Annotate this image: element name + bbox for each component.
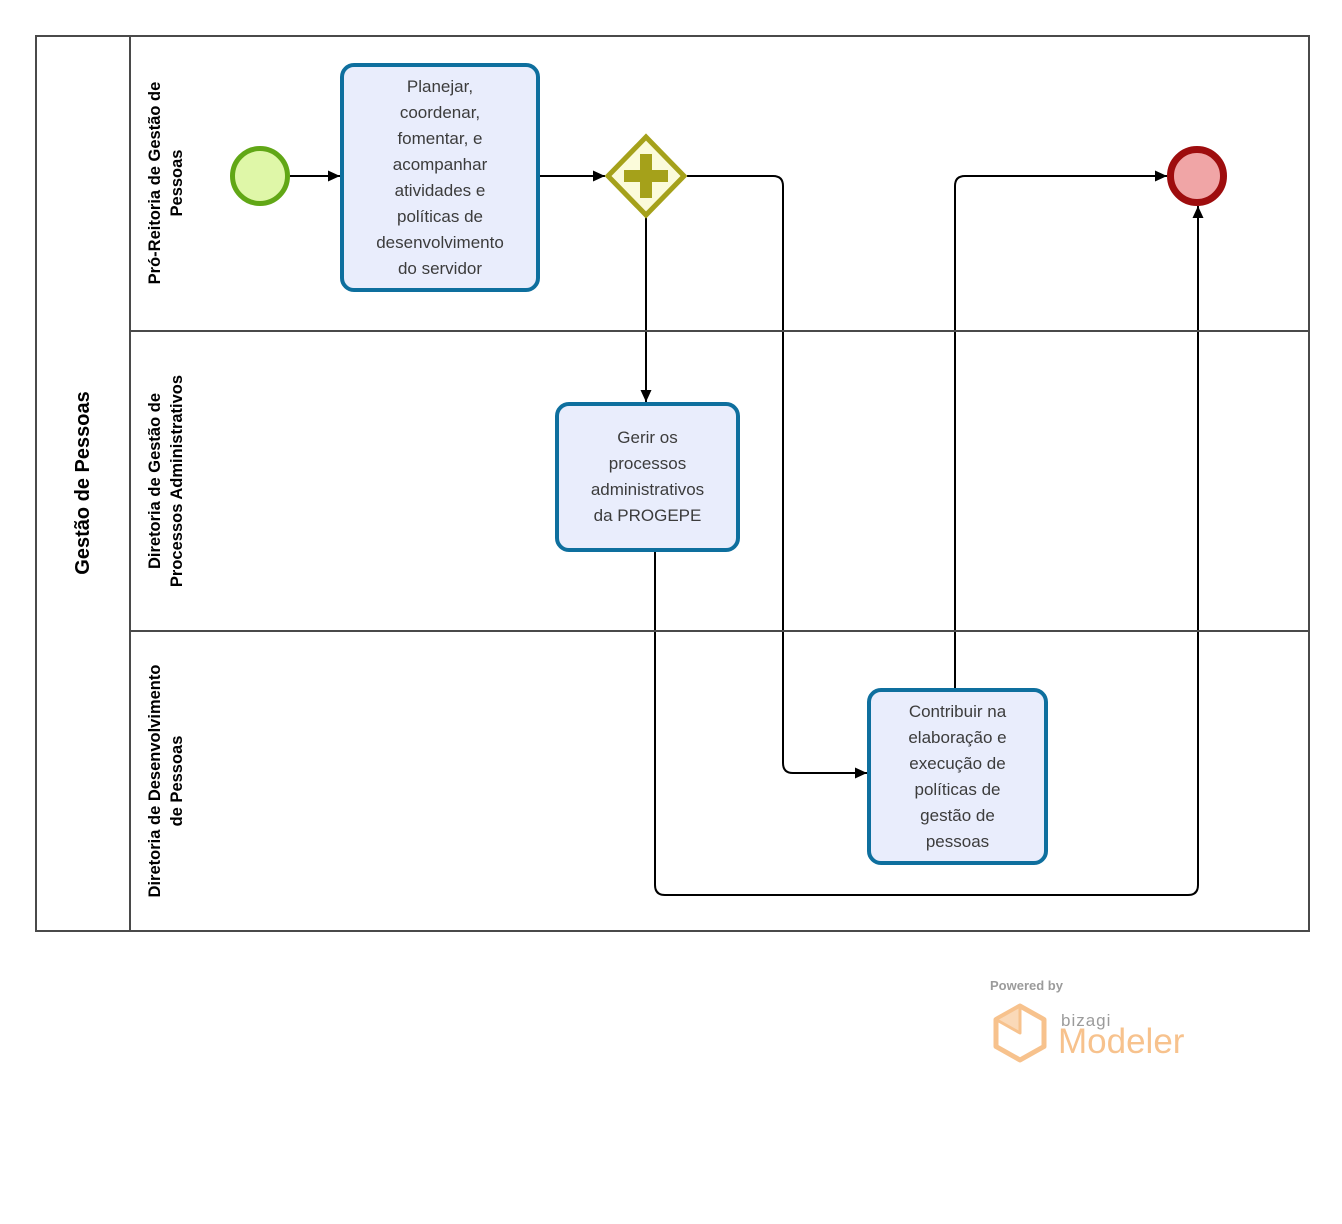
lane-label-diretoria-desenvolvimento: Diretoria de Desenvolvimento de Pessoas bbox=[146, 664, 186, 898]
bizagi-logo-icon bbox=[993, 1003, 1047, 1063]
bizagi-wordmark: bizagi bbox=[1061, 1011, 1112, 1030]
lane-divider-1 bbox=[131, 330, 1310, 332]
flow-contribuir-to-end bbox=[954, 170, 1167, 688]
parallel-gateway-icon bbox=[604, 133, 688, 219]
powered-by-label: Powered by bbox=[990, 978, 1063, 993]
lane-label-pro-reitoria: Pró-Reitoria de Gestão de Pessoas bbox=[146, 81, 186, 285]
sequence-flows bbox=[290, 170, 1204, 896]
pool-gestao-de-pessoas bbox=[35, 35, 1310, 932]
pool-title: Gestão de Pessoas bbox=[72, 391, 94, 575]
task-planejar: Planejar, coordenar, fomentar, e acompan… bbox=[340, 63, 540, 292]
lane-divider-2 bbox=[131, 630, 1310, 632]
flow-gerir-to-end bbox=[654, 206, 1204, 896]
flow-gateway-to-contribuir bbox=[687, 175, 867, 779]
end-event-icon bbox=[1167, 146, 1227, 206]
modeler-wordmark: Modeler bbox=[1058, 1022, 1185, 1061]
start-event-icon bbox=[230, 146, 290, 206]
plus-icon bbox=[624, 154, 668, 198]
lane-label-diretoria-processos: Diretoria de Gestão de Processos Adminis… bbox=[146, 374, 186, 588]
task-gerir: Gerir os processos administrativos da PR… bbox=[555, 402, 740, 552]
task-contribuir: Contribuir na elaboração e execução de p… bbox=[867, 688, 1048, 865]
pool-header-divider bbox=[129, 35, 131, 932]
